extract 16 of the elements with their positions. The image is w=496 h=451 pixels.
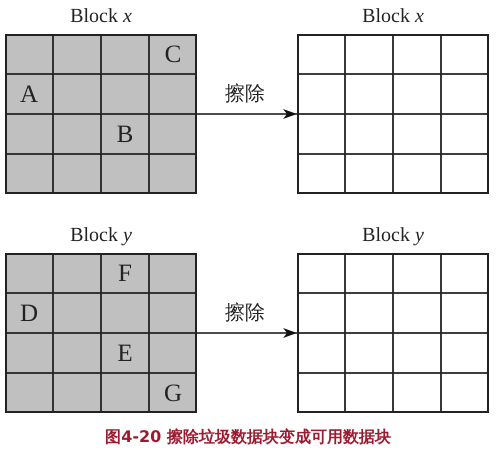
block-title: Block y xyxy=(70,223,132,247)
block-title: Block x xyxy=(362,4,424,28)
block-title: Block y xyxy=(362,223,424,247)
cell-letter: B xyxy=(116,122,134,148)
cell-letter: D xyxy=(20,301,38,327)
block-title: Block x xyxy=(70,4,132,28)
arrow xyxy=(197,328,297,338)
cell-letter: F xyxy=(118,261,132,287)
figure-caption: 图4-20 擦除垃圾数据块变成可用数据块 xyxy=(105,427,391,447)
cell-letter: A xyxy=(20,82,38,108)
cell-letter: C xyxy=(164,42,182,68)
cell-letter: G xyxy=(164,381,182,407)
arrow xyxy=(197,109,297,119)
edge-label: 擦除 xyxy=(224,83,266,105)
edge-label: 擦除 xyxy=(224,302,266,324)
cell-letter: E xyxy=(117,341,133,367)
